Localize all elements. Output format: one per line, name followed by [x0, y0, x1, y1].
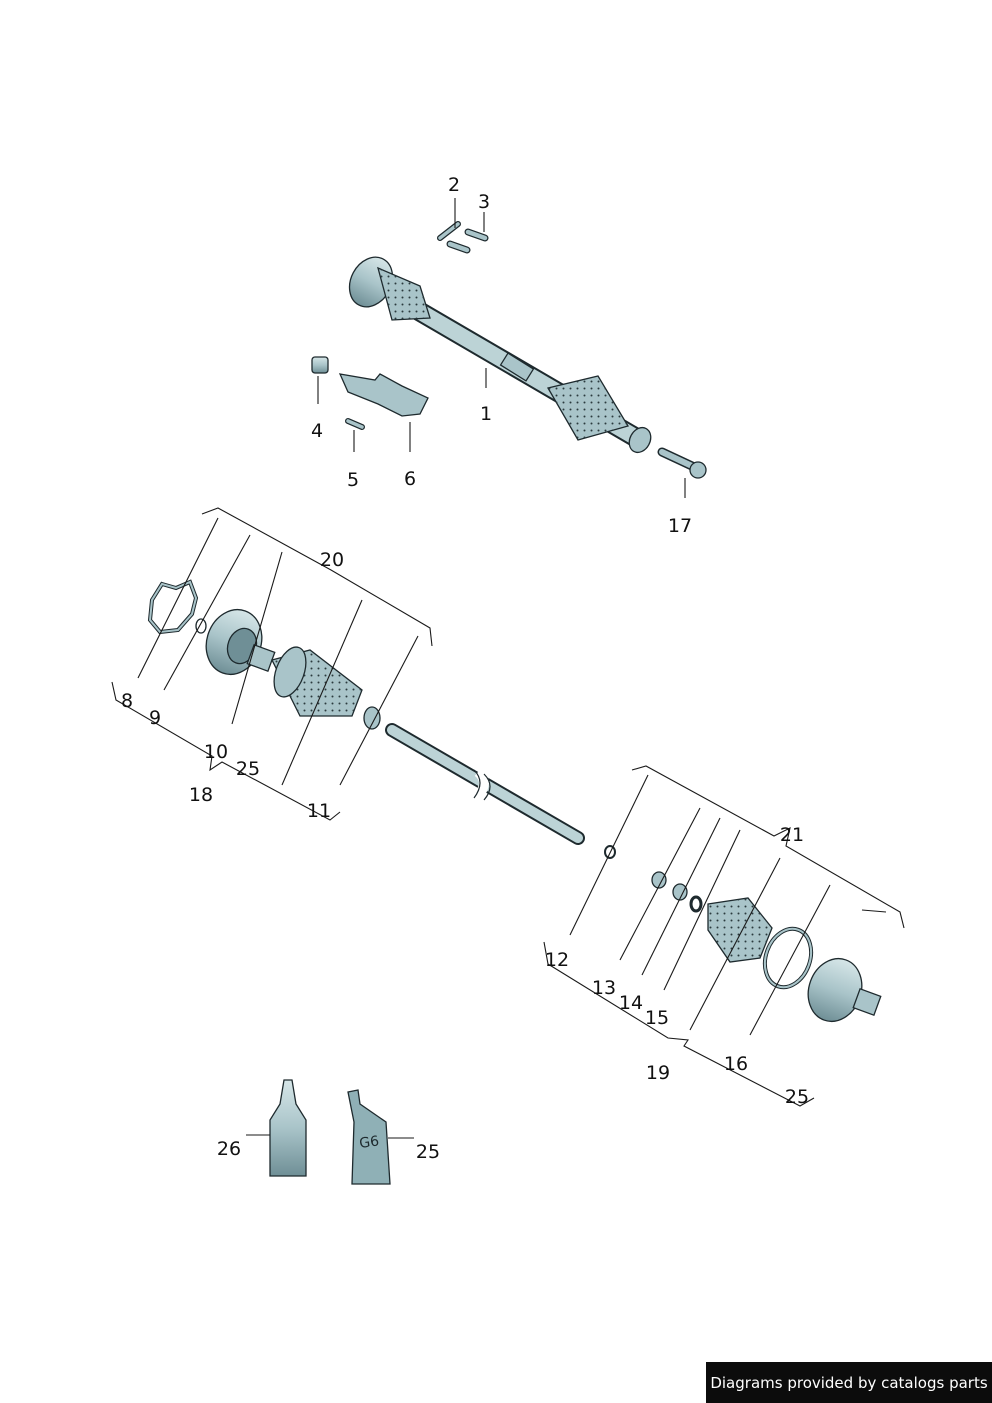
inner-joint-group: [147, 579, 381, 730]
callout-9: 9: [149, 707, 161, 729]
bolt-part: [657, 447, 707, 479]
callout-5: 5: [347, 469, 359, 491]
drive-shaft-assembly: [348, 256, 652, 454]
callout-4: 4: [311, 420, 323, 442]
small-screw-part: [345, 418, 365, 430]
callout-25-outer: 25: [785, 1086, 809, 1108]
callout-15: 15: [645, 1007, 669, 1029]
intermediate-shaft: [385, 723, 616, 859]
bushing-part: [311, 356, 329, 374]
callout-12: 12: [545, 949, 569, 971]
callout-26: 26: [217, 1138, 241, 1160]
callout-8: 8: [121, 690, 133, 712]
callout-18: 18: [189, 784, 213, 806]
grease-tube: G6: [347, 1089, 391, 1185]
callout-20: 20: [320, 549, 344, 571]
callout-2: 2: [448, 174, 460, 196]
callout-13: 13: [592, 977, 616, 999]
callout-25-inner: 25: [236, 758, 260, 780]
callout-1: 1: [480, 403, 492, 425]
callout-16: 16: [724, 1053, 748, 1075]
callout-6: 6: [404, 468, 416, 490]
callout-14: 14: [619, 992, 643, 1014]
screw-parts: [446, 228, 489, 254]
callout-17: 17: [668, 515, 692, 537]
adhesive-bottle: [269, 1079, 307, 1177]
callout-10: 10: [204, 741, 228, 763]
callout-25-tube: 25: [416, 1141, 440, 1163]
callout-labels: 2 3 1 4 5 6 17 20 8 9 10 25 18 11 21 12 …: [121, 174, 809, 1163]
callout-19: 19: [646, 1062, 670, 1084]
leader-lines: [111, 198, 905, 1139]
tube-label: G6: [358, 1133, 380, 1152]
callout-3: 3: [478, 191, 490, 213]
heat-shield-part: [338, 373, 429, 417]
callout-11: 11: [307, 800, 331, 822]
credit-banner: Diagrams provided by catalogs parts: [706, 1362, 992, 1403]
outer-joint-group: [651, 871, 882, 1023]
callout-21: 21: [780, 824, 804, 846]
